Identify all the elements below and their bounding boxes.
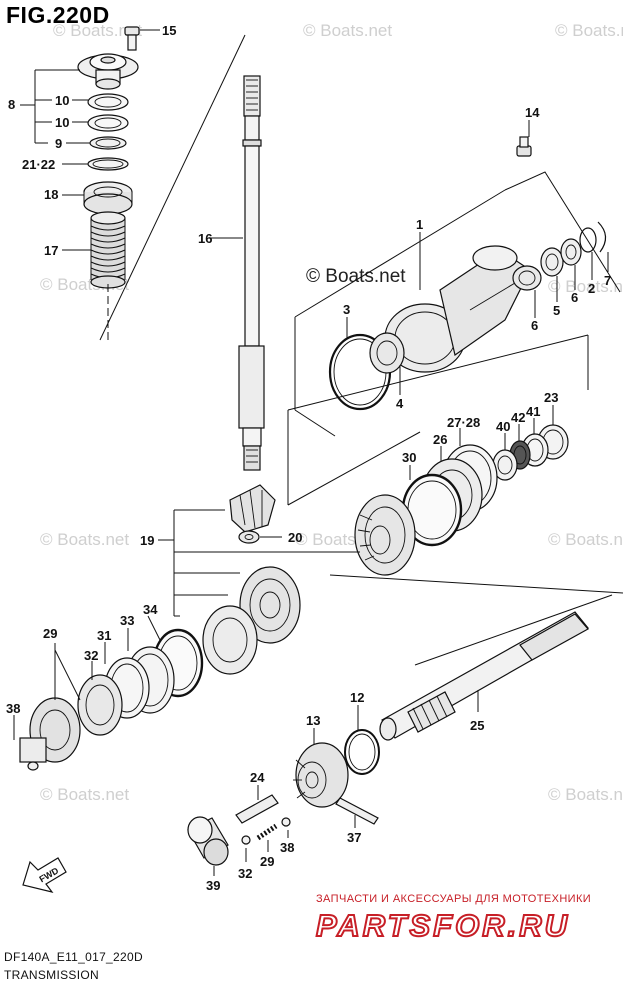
part-37-pin [335,797,379,825]
callout-12: 38 [6,701,20,716]
callout-39: 39 [206,878,220,893]
callout-14: 14 [525,105,540,120]
callout-11: 29 [43,626,57,641]
callout-41: 41 [526,404,540,419]
callout-35: 38 [280,840,294,855]
part-10-ring-b [87,114,129,132]
part-16-driveshaft: 16 [99,34,265,471]
figure-title: FIG.220D [6,2,110,28]
part-21-22-shim [87,157,129,171]
callout-15: 15 [162,23,176,38]
part-12-housing [19,697,81,771]
brand-logo: PARTSFOR.RU [315,907,571,944]
part-7-clip [597,221,607,253]
callout-16: 16 [198,231,212,246]
middle-parts: 23 41 42 40 27·28 26 [140,390,569,644]
lower-left-parts: 34 33 31 32 38 29 [6,602,258,771]
callout-18: 18 [44,187,58,202]
callout-3: 6 [531,318,538,333]
part-3-bearing [512,265,542,291]
callout-5: 3 [343,302,350,317]
callouts-upper-left: 15 8 10 10 9 21·22 18 17 [8,23,176,258]
watermark: © Boats.net [555,21,623,40]
watermark: © Boats.net [40,530,129,549]
upper-left-stack [77,26,140,340]
callout-21-22: 21·22 [22,157,55,172]
figure-name: TRANSMISSION [4,968,99,982]
callout-19: 19 [140,533,154,548]
part-forward-gear [354,494,416,576]
part-6-ring-a [540,247,564,277]
part-pinion-gear [229,484,276,533]
callout-33: 24 [250,770,265,785]
part-6-ring-b [560,238,582,266]
callout-17: 17 [44,243,58,258]
callout-20: 20 [288,530,302,545]
part-31-propshaft [379,611,589,741]
callout-36: 32 [238,866,252,881]
part-8-housing [77,53,139,90]
callout-31: 25 [470,718,484,733]
callout-25: 31 [97,628,111,643]
callout-10a: 10 [55,93,69,108]
part-14-bolt [516,136,532,157]
part-17-spring [90,211,126,289]
part-18-bearing [83,181,133,215]
part-35-ball [281,817,291,827]
watermark: © Boats.net [40,785,129,804]
callout-38: 12 [350,690,364,705]
callout-13: 32 [84,648,98,663]
watermark-center: © Boats.net [306,266,406,287]
part-20-nut [238,530,260,544]
watermark: © Boats.net [548,785,623,804]
callout-10b: 10 [55,115,69,130]
callout-27-28: 27·28 [447,415,480,430]
watermark: © Boats.net [548,530,623,549]
callout-34: 29 [260,854,274,869]
part-bearing-large [202,605,258,675]
callout-24: 33 [120,613,134,628]
part-10-ring-a [87,93,129,111]
part-reverse-gear [239,566,301,644]
callout-6b: 6 [571,290,578,305]
figure-code: DF140A_E11_017_220D [4,950,143,964]
callout-7: 7 [604,273,611,288]
callout-40: 40 [496,419,510,434]
part-33-plunger [235,794,279,824]
callout-30: 30 [402,450,416,465]
part-38-ring [344,729,380,775]
callout-32: 13 [306,713,320,728]
part-13-bearing [77,674,123,736]
callout-23: 23 [544,390,558,405]
part-9-seal [89,136,127,150]
lower-right-parts: 25 12 13 37 24 29 [187,574,623,893]
watermark: © Boats.net [303,21,392,40]
watermark: © Boats.net [53,21,142,40]
callout-4: 4 [396,396,404,411]
callout-42: 42 [511,410,525,425]
part-39-sleeve [187,816,229,866]
part-36-ball [241,835,251,845]
upper-right-assembly: 14 1 6 5 6 [287,105,621,506]
brand-subtitle: ЗАПЧАСТИ И АКСЕССУАРЫ ДЛЯ МОТОТЕХНИКИ [316,893,592,905]
part-15-bolt [124,26,140,51]
watermark: © Boats.net [548,277,623,296]
callout-29: 34 [143,602,158,617]
part-1-housing [384,245,531,373]
part-2-clip [579,227,597,253]
fwd-arrow-icon: FWD [22,857,67,893]
callout-37: 37 [347,830,361,845]
callout-6a: 5 [553,303,560,318]
part-32-clutch [293,742,349,808]
callout-1: 1 [416,217,423,232]
callout-9: 9 [55,136,62,151]
part-34-spring [256,823,278,841]
callout-2: 2 [588,281,595,296]
callout-8: 8 [8,97,15,112]
part-4-bearing [369,332,405,374]
callout-26: 26 [433,432,447,447]
